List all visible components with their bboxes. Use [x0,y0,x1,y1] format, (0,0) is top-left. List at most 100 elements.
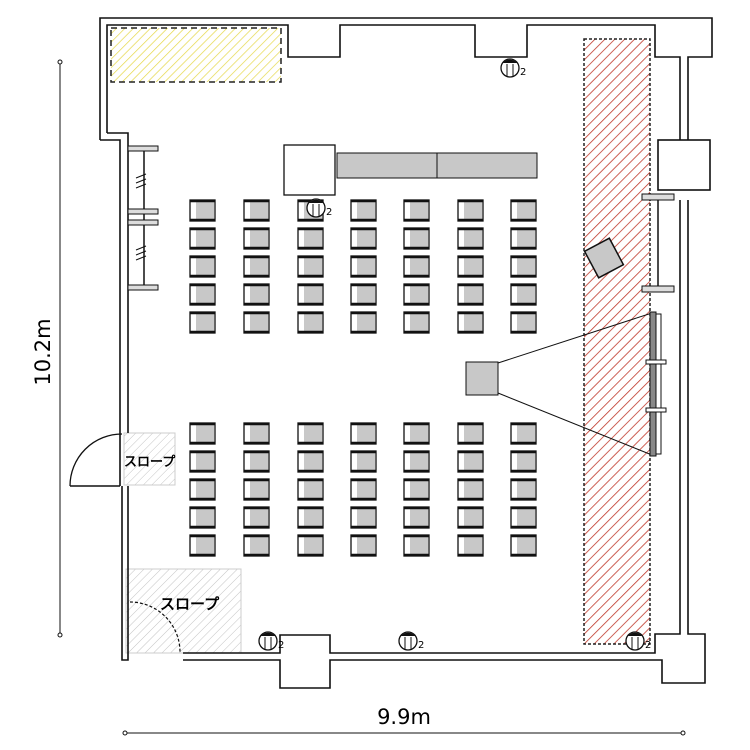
chair [297,227,324,250]
chair [350,227,377,250]
chair [297,478,324,501]
seating-area [189,199,537,557]
lectern [283,144,336,196]
chair [243,422,270,445]
chair [189,422,216,445]
floor-outlet-icon: 2 [500,58,526,78]
chair [297,311,324,334]
stage-zone [583,38,651,645]
chair [350,506,377,529]
outlet-count: 2 [645,640,651,651]
chair [189,478,216,501]
chair [457,255,484,278]
walls [70,17,713,689]
front-table-2 [436,152,538,179]
chair [510,422,537,445]
outlet-count: 2 [326,207,332,218]
chair [297,450,324,473]
chair [189,199,216,222]
outlet-count: 2 [278,640,284,651]
chair [457,227,484,250]
width-dimension [122,730,686,736]
floor-outlet-icon: 2 [258,631,284,651]
floor-outlet-icon: 2 [398,631,424,651]
chair [510,255,537,278]
chair [510,199,537,222]
chair [457,422,484,445]
chair [403,255,430,278]
chair [189,506,216,529]
chair [297,506,324,529]
chair [189,255,216,278]
chair [243,311,270,334]
projection-line-top [497,312,653,364]
screen-brackets [645,359,667,413]
chair [350,199,377,222]
chair [243,450,270,473]
chair [510,506,537,529]
chair [350,255,377,278]
chair [457,506,484,529]
chair [189,311,216,334]
projector [465,361,499,396]
angled-table [583,237,625,279]
chair [350,450,377,473]
chair [403,311,430,334]
chair [350,283,377,306]
chair [189,283,216,306]
chair [457,478,484,501]
whiteboard-stands-left [127,145,159,291]
chair [457,311,484,334]
chair [457,199,484,222]
chair [510,478,537,501]
chair [457,283,484,306]
outlet-count: 2 [418,640,424,651]
chair [243,255,270,278]
chair [297,255,324,278]
chair [403,283,430,306]
outlet-count: 2 [520,67,526,78]
chair [403,450,430,473]
height-dimension [57,59,63,638]
chair [243,283,270,306]
storage-zone [110,27,282,83]
ramp-label-1: スロープ [124,455,176,470]
chair [297,283,324,306]
chair [403,422,430,445]
chair [403,199,430,222]
ramp-label-2: スロープ [160,595,220,613]
chair [243,227,270,250]
width-label: 9.9m [377,705,431,729]
height-label: 10.2m [31,318,55,385]
chair [350,534,377,557]
screen-frame [655,313,662,455]
chair [510,534,537,557]
chair [510,283,537,306]
chair [350,422,377,445]
projection-screen [649,311,657,457]
ramp-zone-2 [125,568,242,654]
chair [189,450,216,473]
chair [297,422,324,445]
floor-outlet-icon: 2 [625,631,651,651]
chair [189,227,216,250]
chair [243,506,270,529]
chair [403,506,430,529]
chair [189,534,216,557]
chair [457,534,484,557]
chair [510,227,537,250]
chair [403,227,430,250]
chair [350,478,377,501]
chair [510,450,537,473]
outlets: 2 2 2 2 2 [258,58,651,651]
floor-outlet-icon: 2 [306,198,332,218]
door-arc-1 [69,433,123,487]
chair [243,478,270,501]
chair [510,311,537,334]
chair [403,534,430,557]
chair [243,199,270,222]
whiteboard-stand-right [641,193,675,293]
chair [243,534,270,557]
